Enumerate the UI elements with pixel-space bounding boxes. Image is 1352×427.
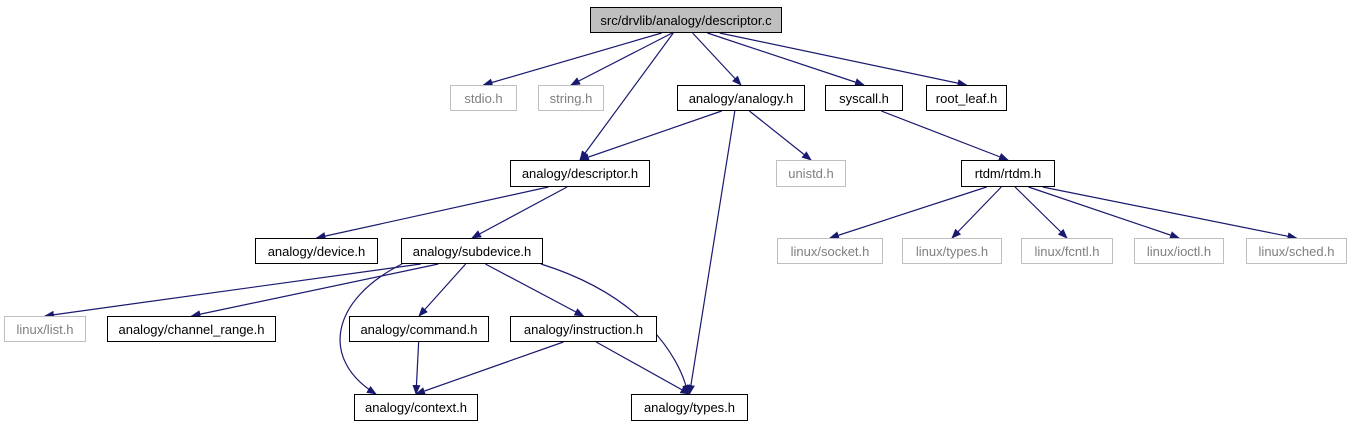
edge-analogy_descriptor-to-analogy_subdevice <box>471 186 568 239</box>
node-syscall-h[interactable]: syscall.h <box>825 85 903 111</box>
edge-rtdm-to-linux_ioctl <box>1028 186 1180 239</box>
edge-syscall-to-rtdm <box>881 110 1009 161</box>
edge-analogy_subdevice-to-analogy_context <box>339 263 403 395</box>
node-analogy-descriptor-h[interactable]: analogy/descriptor.h <box>510 160 650 187</box>
node-analogy-instruction-h[interactable]: analogy/instruction.h <box>510 316 657 342</box>
node-analogy-command-h[interactable]: analogy/command.h <box>349 316 489 342</box>
node-linux-list-h: linux/list.h <box>4 316 86 342</box>
node-stdio-h: stdio.h <box>450 85 517 111</box>
edge-rtdm-to-linux_sched <box>1042 186 1298 241</box>
edge-root-to-analogy_analogy <box>692 32 742 86</box>
node-analogy-context-h[interactable]: analogy/context.h <box>354 394 478 421</box>
edge-rtdm-to-linux_fcntl <box>1014 186 1068 239</box>
edge-rtdm-to-linux_socket <box>829 186 987 240</box>
node-analogy-channel-range-h[interactable]: analogy/channel_range.h <box>107 316 276 342</box>
edge-analogy_command-to-analogy_context <box>412 341 421 395</box>
edge-analogy_analogy-to-unistd <box>749 110 812 161</box>
node-analogy-analogy-h[interactable]: analogy/analogy.h <box>677 85 805 111</box>
node-linux-fcntl-h: linux/fcntl.h <box>1021 238 1113 264</box>
node-root-leaf-h[interactable]: root_leaf.h <box>926 85 1007 111</box>
edge-analogy_analogy-to-analogy_types <box>686 110 736 395</box>
node-rtdm-rtdm-h[interactable]: rtdm/rtdm.h <box>961 160 1055 187</box>
edge-analogy_subdevice-to-analogy_instruction <box>485 263 585 317</box>
node-linux-types-h: linux/types.h <box>902 238 1002 264</box>
edge-root-to-analogy_descriptor <box>579 32 674 161</box>
node-descriptor-c: src/drvlib/analogy/descriptor.c <box>590 7 782 33</box>
edge-analogy_analogy-to-analogy_descriptor <box>579 110 722 161</box>
edge-root-to-string <box>570 32 673 86</box>
node-string-h: string.h <box>538 85 604 111</box>
edge-rtdm-to-linux_types <box>951 186 1002 239</box>
edge-analogy_subdevice-to-linux_list <box>44 263 421 319</box>
node-unistd-h: unistd.h <box>776 160 846 187</box>
node-linux-socket-h: linux/socket.h <box>777 238 883 264</box>
edge-analogy_descriptor-to-analogy_device <box>315 186 549 240</box>
node-linux-sched-h: linux/sched.h <box>1246 238 1347 264</box>
edge-root-to-syscall <box>707 32 865 86</box>
edge-root-to-stdio <box>482 32 662 87</box>
edge-analogy_subdevice-to-analogy_channel_range <box>190 263 439 319</box>
edge-analogy_instruction-to-analogy_types <box>595 341 691 395</box>
node-analogy-device-h[interactable]: analogy/device.h <box>255 238 378 264</box>
edge-analogy_instruction-to-analogy_context <box>415 341 564 395</box>
edge-analogy_subdevice-to-analogy_command <box>418 263 467 317</box>
node-analogy-subdevice-h[interactable]: analogy/subdevice.h <box>401 238 543 264</box>
node-analogy-types-h[interactable]: analogy/types.h <box>631 394 748 421</box>
node-linux-ioctl-h: linux/ioctl.h <box>1134 238 1224 264</box>
edge-root-to-root_leaf <box>719 32 968 88</box>
